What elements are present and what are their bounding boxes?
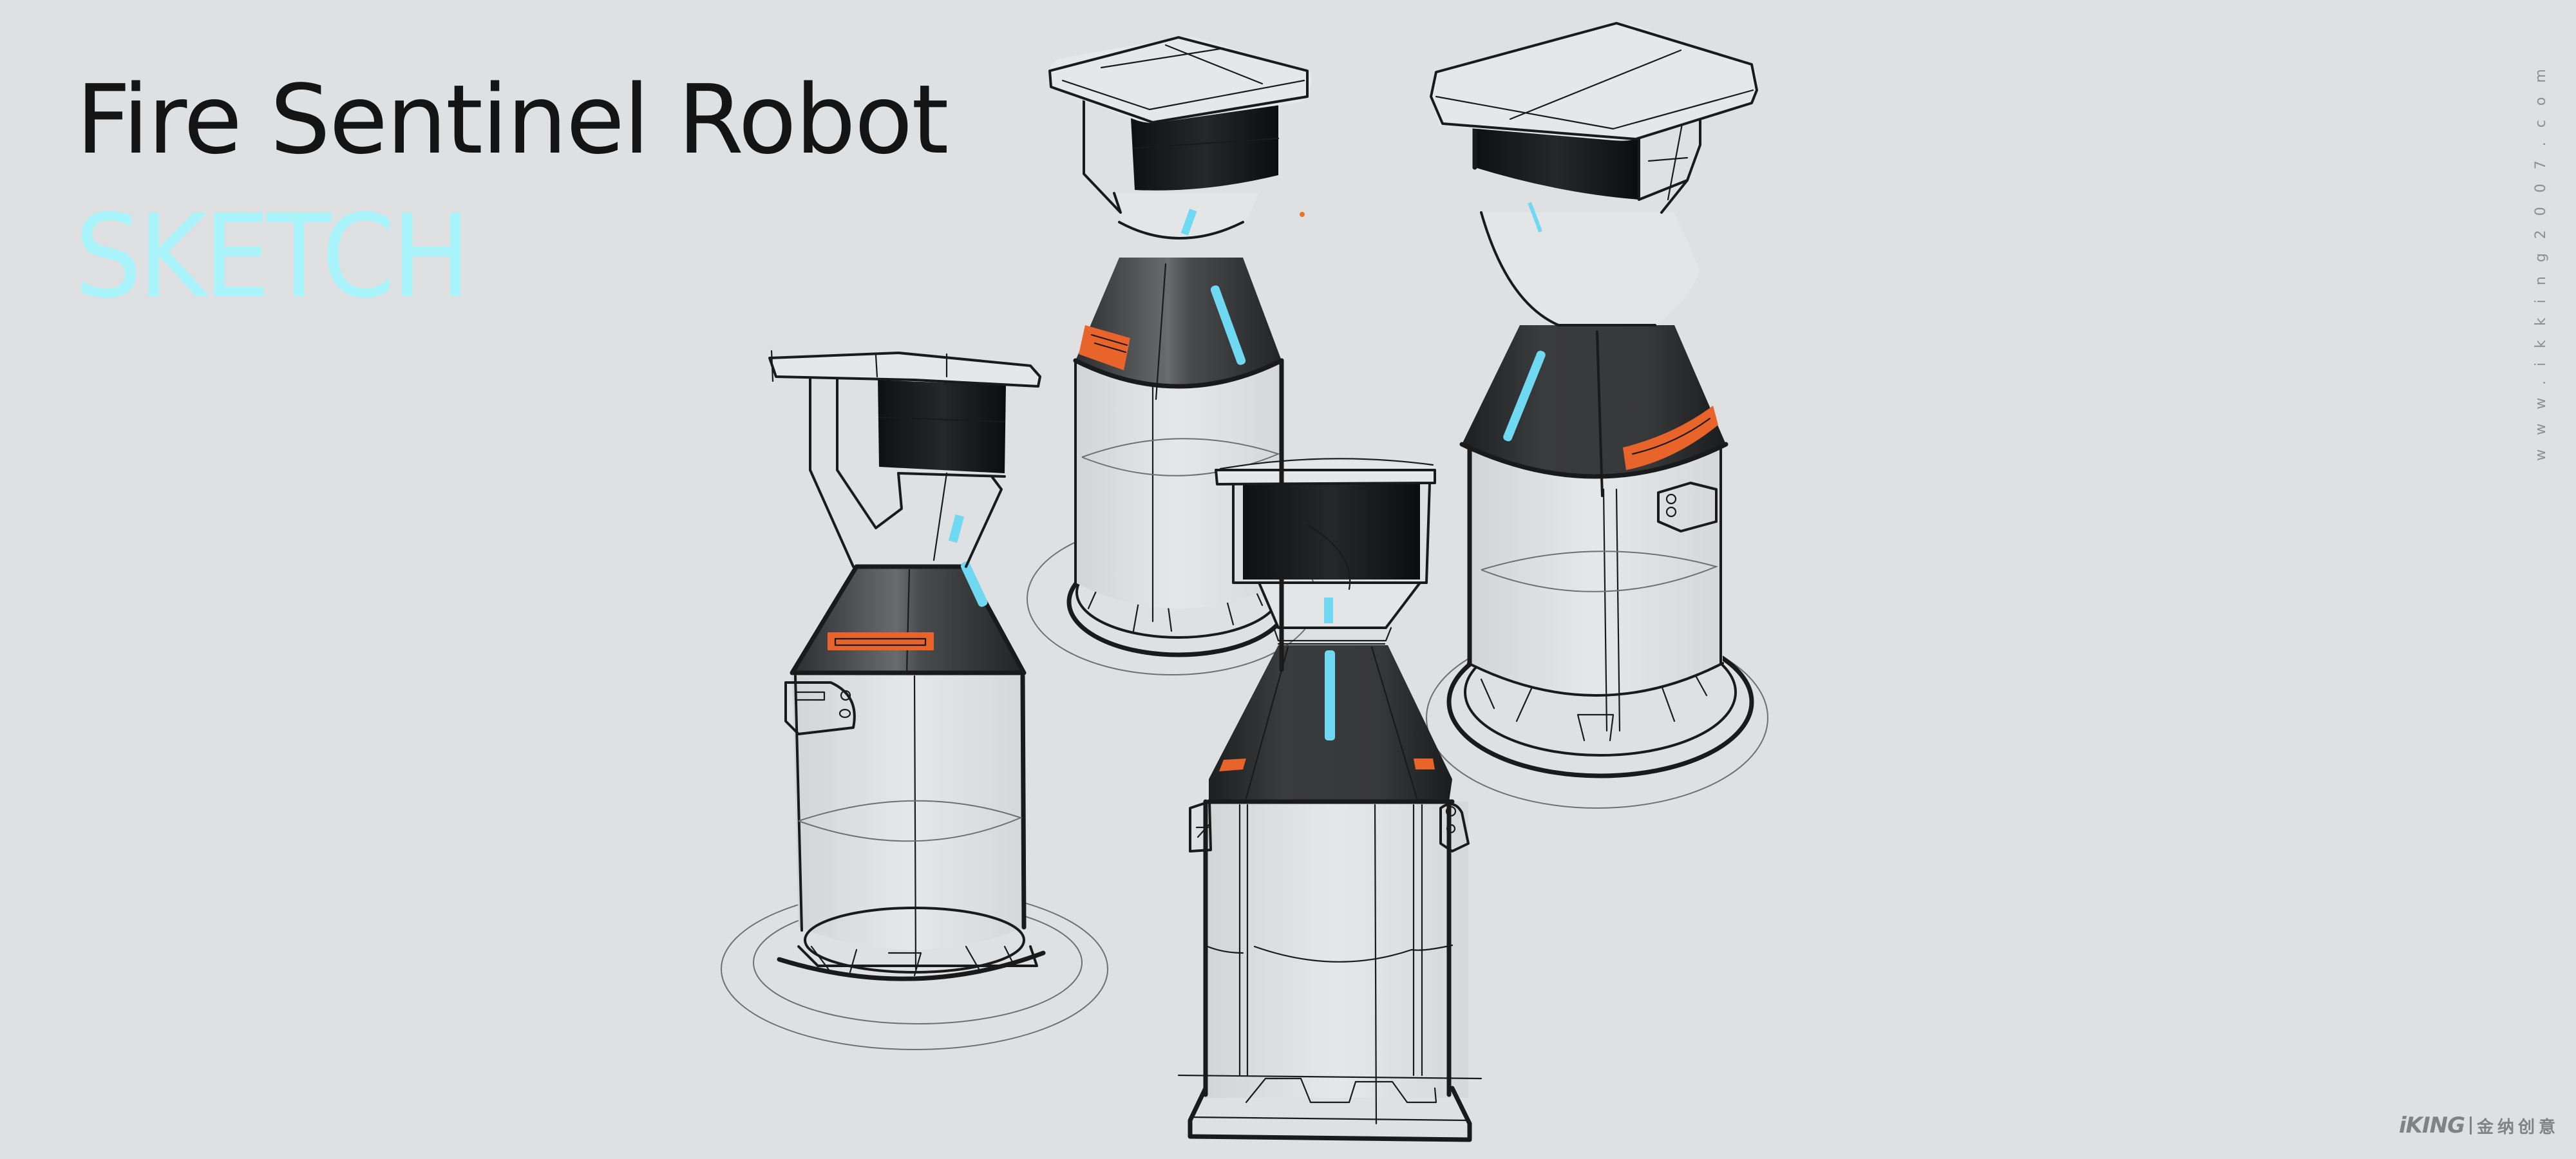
led-strip (1503, 350, 1546, 442)
page-subtitle: SKETCH (75, 190, 471, 323)
robot-sketch-d (1426, 22, 1768, 809)
led-strip (960, 561, 988, 607)
robot-sketch-c (1177, 358, 1482, 1142)
orange-vent (1414, 759, 1435, 769)
orange-vent (1623, 406, 1718, 470)
sketch-mark (1300, 212, 1305, 217)
brand-divider (2470, 1117, 2472, 1135)
brand-mark: iKING (2399, 1113, 2465, 1138)
orange-vent (1079, 325, 1130, 370)
orange-vent (828, 632, 934, 650)
robot-sketch-b (1027, 36, 1318, 675)
robot-sketch-a (721, 350, 1108, 1050)
led-strip (1210, 285, 1246, 365)
brand-name: 金纳创意 (2477, 1117, 2560, 1137)
led-strip (1325, 650, 1335, 740)
screen (878, 377, 1006, 473)
screen (1243, 484, 1420, 580)
page-title: Fire Sentinel Robot (76, 64, 949, 175)
orange-vent (1219, 759, 1246, 771)
brand-logo: iKING 金纳创意 (2399, 1113, 2559, 1138)
